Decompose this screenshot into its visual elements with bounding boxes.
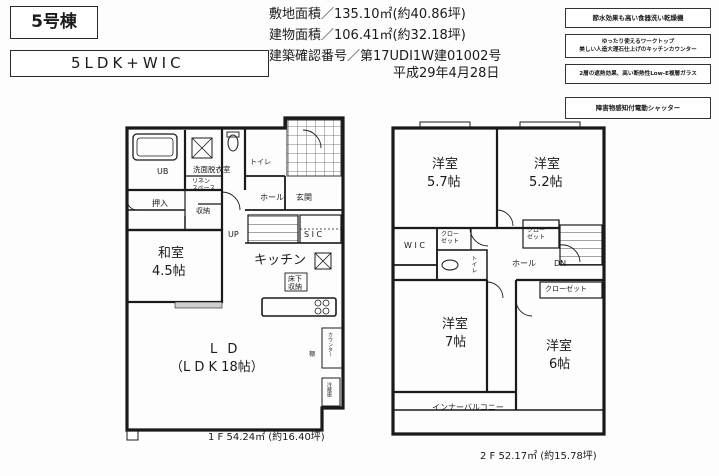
label-up: UP <box>228 230 239 239</box>
layout-type: 5LDK+WIC <box>71 54 185 72</box>
label-washitsu-name: 和室 <box>158 246 185 261</box>
land-area: 敷地面積／135.10㎡(約40.86坪) <box>269 7 466 22</box>
label-fridge: 冷蔵庫 <box>326 382 332 397</box>
label-kitchen: キッチン <box>254 253 307 268</box>
entrance-tile <box>286 119 342 177</box>
label-w1-size: 5.7帖 <box>427 175 461 190</box>
closet-c-box <box>539 281 603 299</box>
feature-lowe-glass: 2層の遮熱効果、高い断熱性Low-E複層ガラス <box>565 64 711 84</box>
label-w2-size: 5.2帖 <box>529 175 563 190</box>
kitchen-sink-box <box>314 252 332 270</box>
label-ld-size: （L D K 18帖） <box>170 360 264 375</box>
label-underfloor: 床下 収納 <box>288 275 302 291</box>
label-oshiire: 押入 <box>152 199 168 208</box>
label-w1-name: 洋室 <box>432 157 459 172</box>
underfloor-storage-box <box>284 272 308 292</box>
floor1-stairs <box>247 214 299 244</box>
label-washroom: 洗面脱衣室 <box>193 165 231 174</box>
kitchen-counter <box>261 297 337 317</box>
label-dn: DN <box>554 259 567 268</box>
floor1-plan <box>125 116 345 441</box>
floor2-toilet-room <box>436 249 488 281</box>
label-w2-name: 洋室 <box>534 157 561 172</box>
label-wic: W I C <box>404 241 425 250</box>
feature-dishwasher: 節水効果も高い食器洗い乾燥機 <box>565 8 711 28</box>
permit-number: 建築確認番号／第17UDI1W建01002号 <box>269 49 502 64</box>
label-floor2-toilet: トイレ <box>470 255 477 273</box>
label-w3-size: 7帖 <box>445 335 467 350</box>
feature-shutter: 障害物感知付電動シャッター <box>565 97 711 119</box>
label-floor1-hall: ホール <box>260 193 284 202</box>
floor1-area: 1 F 54.24㎡ (約16.40坪) <box>208 432 325 443</box>
floor1-toilet-fixture <box>227 134 239 152</box>
label-closet-b: クロー ゼット <box>527 227 546 241</box>
label-ld-name: L D <box>210 342 241 357</box>
layout-type-box: 5LDK+WIC <box>10 50 269 77</box>
label-entrance: 玄関 <box>296 193 312 202</box>
floor2-plan <box>391 121 606 436</box>
building-title-box: 5号棟 <box>10 6 98 39</box>
feature-worktop: ゆったり使えるワークトップ 美しい人造大理石仕上げのキッチンカウンター <box>565 34 711 58</box>
floor2-stairs <box>559 224 603 266</box>
label-counter: カウンター <box>327 332 333 357</box>
label-washitsu-size: 4.5帖 <box>152 264 186 279</box>
label-storage: 収納 <box>196 207 210 215</box>
floor2-outer-wall <box>391 126 606 436</box>
label-shelf: 棚 <box>309 351 316 358</box>
building-area: 建物面積／106.41㎡(約32.18坪) <box>269 28 466 43</box>
label-sic: S I C <box>304 230 323 239</box>
label-balcony: インナーバルコニー <box>432 403 504 412</box>
bathtub <box>132 133 178 161</box>
floor2-area: 2 F 52.17㎡ (約15.78坪) <box>480 451 597 462</box>
washroom-sink <box>191 137 213 159</box>
label-linen: リネン スペース <box>192 178 216 192</box>
label-closet-c: クローゼット <box>545 285 587 293</box>
label-closet-a: クロー ゼット <box>441 231 460 245</box>
label-floor2-hall: ホール <box>512 259 536 268</box>
label-w4-size: 6帖 <box>549 357 571 372</box>
floor1-outer-wall <box>125 116 345 432</box>
building-name: 5号棟 <box>31 12 77 32</box>
permit-date: 平成29年4月28日 <box>393 66 500 81</box>
label-floor1-toilet: トイレ <box>250 158 271 166</box>
label-w4-name: 洋室 <box>546 339 573 354</box>
label-ub: UB <box>157 167 169 176</box>
label-w3-name: 洋室 <box>442 317 469 332</box>
